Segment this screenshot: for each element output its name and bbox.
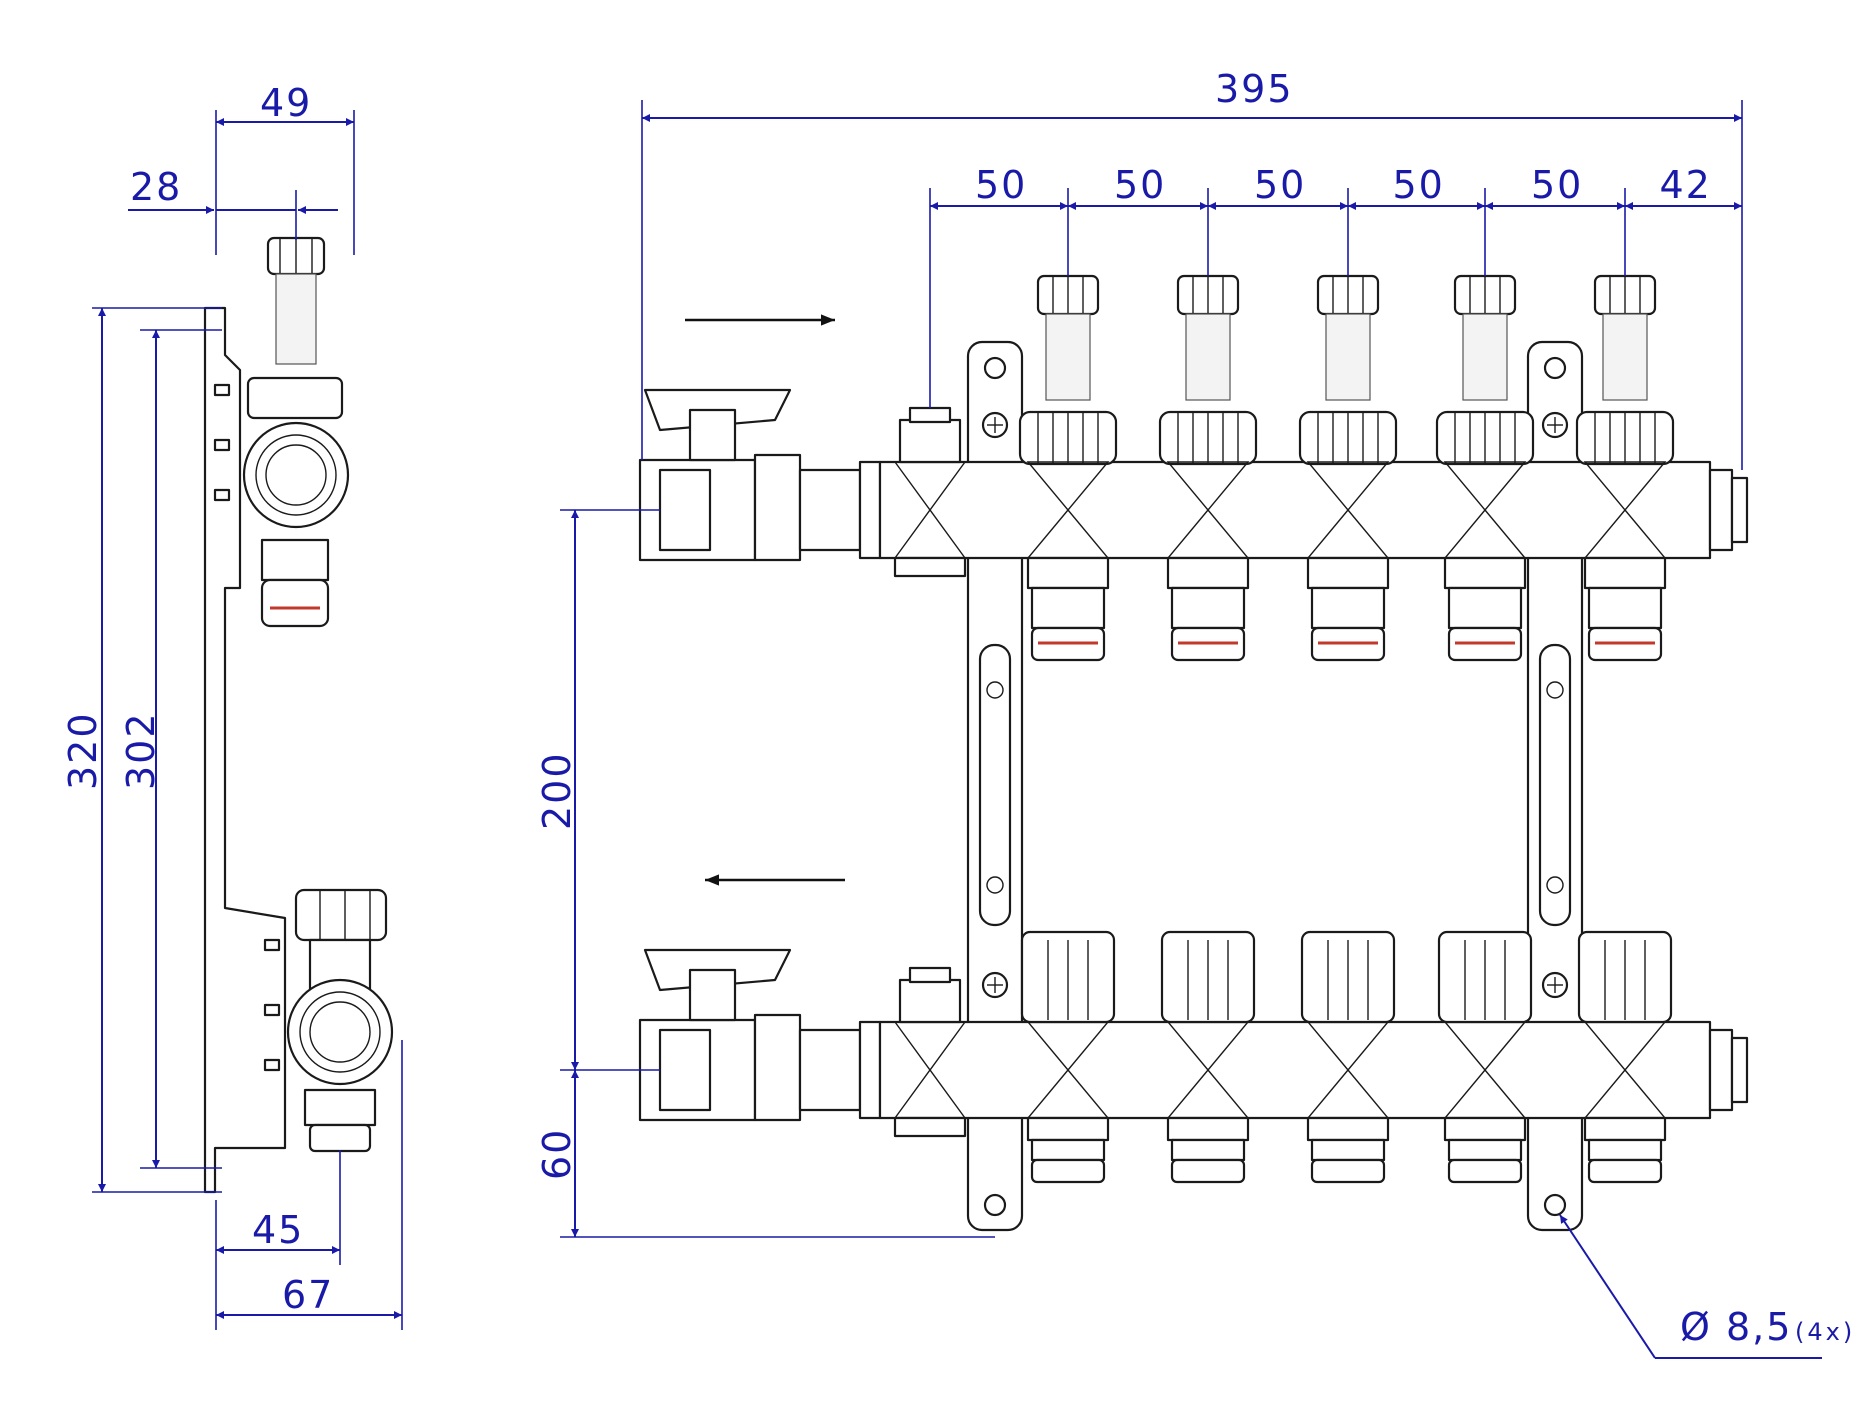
dim-label-67: 67: [282, 1273, 334, 1317]
supply-outlet: [1435, 274, 1535, 662]
side-upper-valve: [213, 236, 350, 628]
spacing-dim-label: 42: [1660, 163, 1712, 207]
return-outlet: [1577, 930, 1673, 1184]
return-outlet: [1437, 930, 1533, 1184]
return-outlets: [1020, 930, 1673, 1184]
supply-outlet: [1158, 274, 1258, 662]
return-outlet: [1300, 930, 1396, 1184]
return-outlet: [1160, 930, 1256, 1184]
dim-label-200: 200: [535, 751, 579, 830]
supply-outlet: [1018, 274, 1118, 662]
supply-manifold: [638, 388, 1749, 578]
dim-label-395: 395: [1215, 67, 1294, 111]
right-bracket: [1526, 340, 1584, 1232]
supply-outlet: [1298, 274, 1398, 662]
left-bracket: [966, 340, 1024, 1232]
return-outlet: [1020, 930, 1116, 1184]
spacing-dimensions: 50 50 50 50 50 42: [930, 163, 1742, 276]
dim-label-45: 45: [252, 1208, 304, 1252]
supply-outlet: [1575, 274, 1675, 662]
side-lower-valve: [263, 888, 394, 1153]
dim-label-49: 49: [260, 81, 312, 125]
hole-count-label: (4x): [1795, 1318, 1855, 1346]
dim-label-28: 28: [130, 165, 182, 209]
spacing-dim-label: 50: [1114, 163, 1166, 207]
dim-label-320: 320: [61, 711, 105, 790]
spacing-dim-label: 50: [1393, 163, 1445, 207]
supply-outlets: [1018, 274, 1675, 662]
hole-diameter-label: Ø 8,5: [1680, 1305, 1792, 1349]
dim-label-60: 60: [535, 1128, 579, 1180]
spacing-dim-label: 50: [1254, 163, 1306, 207]
return-manifold: [638, 948, 1749, 1138]
spacing-dim-label: 50: [975, 163, 1027, 207]
dim-label-302: 302: [119, 711, 163, 790]
spacing-dim-label: 50: [1531, 163, 1583, 207]
bracket-screws: [981, 411, 1569, 999]
front-view: 395 50 50 50 50 50 42 200 60 Ø 8,5 (4x): [535, 67, 1855, 1359]
side-view: 49 28 320 302 45 67: [61, 81, 403, 1330]
